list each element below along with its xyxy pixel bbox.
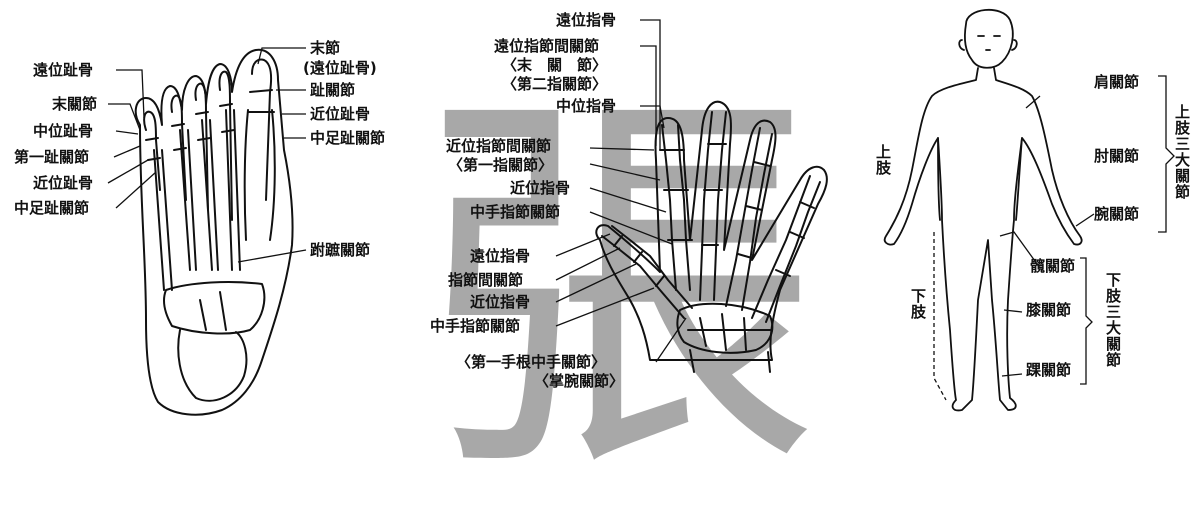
tarsal-bones (163, 281, 266, 335)
hand-label-thumb-proximal: 近位指骨 (470, 293, 531, 311)
hand-label-proximal-phalanx: 近位指骨 (510, 179, 571, 197)
toe-4 (170, 94, 187, 201)
watermark-character: 張 (420, 57, 820, 522)
hand-label-dip-joint: 遠位指節間關節 (494, 37, 600, 55)
foot-label-distal-phalanx: 遠位趾骨 (33, 61, 94, 79)
toe-1 (251, 58, 273, 201)
hand-label-cmc-joint: 〈第一手根中手關節〉 (456, 353, 607, 371)
hand-label-pip-joint: 近位指節間關節 (446, 137, 552, 155)
foot-label-mtp-joint: 中足趾關節 (14, 199, 90, 217)
body-label-shoulder-joint: 肩關節 (1094, 73, 1140, 91)
toe-2 (218, 70, 233, 221)
hand-label-middle-phalanx: 中位指骨 (556, 97, 617, 115)
body-outline (883, 67, 1083, 412)
body-label-wrist-joint: 腕關節 (1094, 205, 1140, 223)
foot-skeleton-drawing (107, 47, 307, 416)
hand-label-thumb-ip-joint: 指節間關節 (448, 271, 524, 289)
lower-limb-bracket (1080, 257, 1093, 385)
toe-3 (194, 82, 209, 211)
foot-label-middle-phalanx: 中位趾骨 (33, 122, 94, 140)
hand-skeleton-drawing (555, 19, 828, 373)
body-label-hip-joint: 髖關節 (1030, 257, 1076, 275)
hand-label-cmc-alt: 〈掌腕關節〉 (534, 372, 625, 390)
foot-label-end-joint: 末關節 (52, 95, 98, 113)
foot-label-first-toe-joint: 第一趾關節 (14, 148, 90, 166)
hand-label-dip-alt2: 〈第二指關節〉 (502, 75, 608, 93)
lower-limb-dashed-line (933, 232, 947, 401)
anatomy-figure: 張 (14, 8, 1191, 522)
upper-limb-bracket (1158, 75, 1175, 233)
foot-label-tarsometatarsal-joint: 跗蹠關節 (310, 241, 371, 259)
hand-label-dip-alt1: 〈末 關 節〉 (502, 56, 608, 74)
body-label-lower-limb: 下肢 (909, 288, 927, 320)
hand-outline (595, 100, 828, 361)
hand-label-mcp-joint: 中手指節關節 (470, 203, 561, 221)
carpal-bones (676, 302, 774, 354)
foot-outline (134, 48, 294, 416)
toe-5 (143, 110, 161, 191)
body-label-lower-three-joints: 下肢三大關節 (1104, 272, 1122, 368)
foot-label-toe-joint: 趾關節 (310, 81, 356, 99)
hand-label-thumb-mcp-joint: 中手指節關節 (430, 317, 521, 335)
foot-label-terminal-segment: 末節 (310, 39, 341, 57)
foot-label-mtp-joint-right: 中足趾關節 (310, 129, 386, 147)
foot-label-terminal-note: (遠位趾骨) (303, 59, 377, 77)
body-label-knee-joint: 膝關節 (1026, 301, 1072, 319)
foot-label-proximal-phalanx-right: 近位趾骨 (310, 105, 371, 123)
body-label-elbow-joint: 肘關節 (1094, 147, 1140, 165)
body-label-ankle-joint: 踝關節 (1026, 361, 1072, 379)
body-label-upper-three-joints: 上肢三大關節 (1173, 104, 1191, 200)
hand-label-pip-alt: 〈第一指關節〉 (448, 156, 554, 174)
hand-label-distal-phalanx: 遠位指骨 (556, 11, 617, 29)
body-label-upper-limb: 上肢 (874, 144, 892, 176)
body-head (964, 8, 1014, 69)
hand-label-thumb-distal: 遠位指骨 (470, 247, 531, 265)
body-figure-drawing (883, 8, 1175, 412)
foot-label-proximal-phalanx: 近位趾骨 (33, 174, 94, 192)
